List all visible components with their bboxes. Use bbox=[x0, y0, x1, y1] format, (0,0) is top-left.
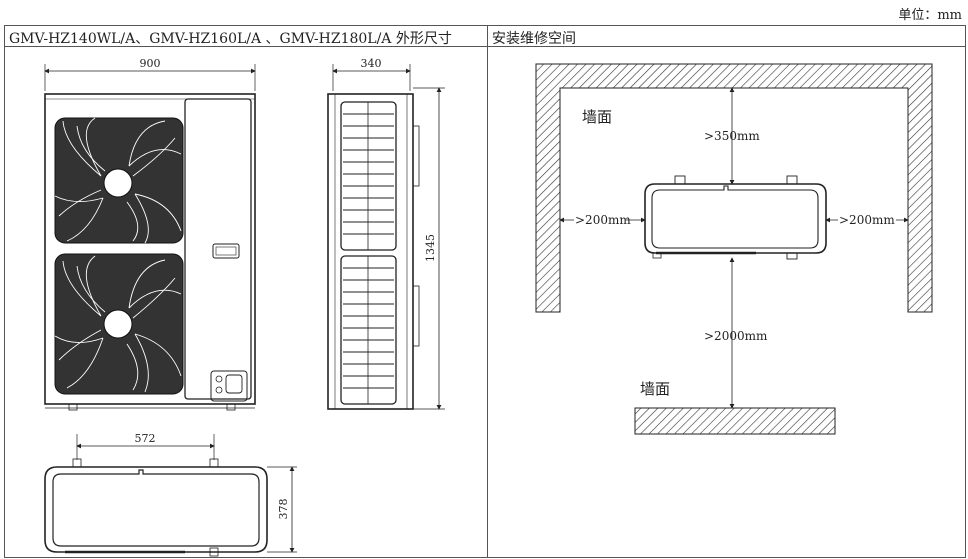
front-cabinet bbox=[44, 93, 256, 405]
unit-top-view bbox=[644, 175, 827, 260]
wall-label-bottom: 墙面 bbox=[640, 380, 670, 398]
wall-enclosure bbox=[535, 63, 933, 313]
side-depth-label: 340 bbox=[361, 57, 382, 70]
outline-drawings: 900 340 1345 bbox=[44, 57, 445, 557]
top-depth-label: 378 bbox=[277, 499, 290, 520]
front-wall bbox=[634, 407, 836, 435]
clearance-panel-title: 安装维修空间 bbox=[492, 31, 576, 47]
height-label: 1345 bbox=[424, 234, 437, 262]
dimensions-panel: GMV-HZ140WL/A、GMV-HZ160L/A 、GMV-HZ180L/A… bbox=[4, 25, 488, 558]
clearance-diagram: 墙面 墙面 >350mm >200mm >200mm >2000mm bbox=[535, 63, 933, 435]
top-view bbox=[44, 434, 297, 557]
wall-label-top: 墙面 bbox=[582, 108, 612, 126]
unit-label: 单位：mm bbox=[898, 8, 962, 23]
title-divider bbox=[5, 46, 487, 47]
clearance-left-label: >200mm bbox=[575, 213, 631, 227]
clearance-panel: 安装维修空间 bbox=[487, 25, 966, 558]
side-cabinet bbox=[327, 93, 414, 410]
clearance-right-label: >200mm bbox=[839, 213, 895, 227]
front-width-label: 900 bbox=[140, 57, 161, 70]
clearance-front-label: >2000mm bbox=[704, 329, 768, 343]
side-view bbox=[327, 64, 445, 410]
dimensions-panel-title: GMV-HZ140WL/A、GMV-HZ160L/A 、GMV-HZ180L/A… bbox=[9, 31, 452, 47]
title-divider bbox=[488, 46, 965, 47]
front-view bbox=[44, 64, 256, 411]
top-outline bbox=[44, 466, 268, 553]
clearance-top-label: >350mm bbox=[704, 129, 760, 143]
foot-spacing-label: 572 bbox=[135, 432, 156, 445]
